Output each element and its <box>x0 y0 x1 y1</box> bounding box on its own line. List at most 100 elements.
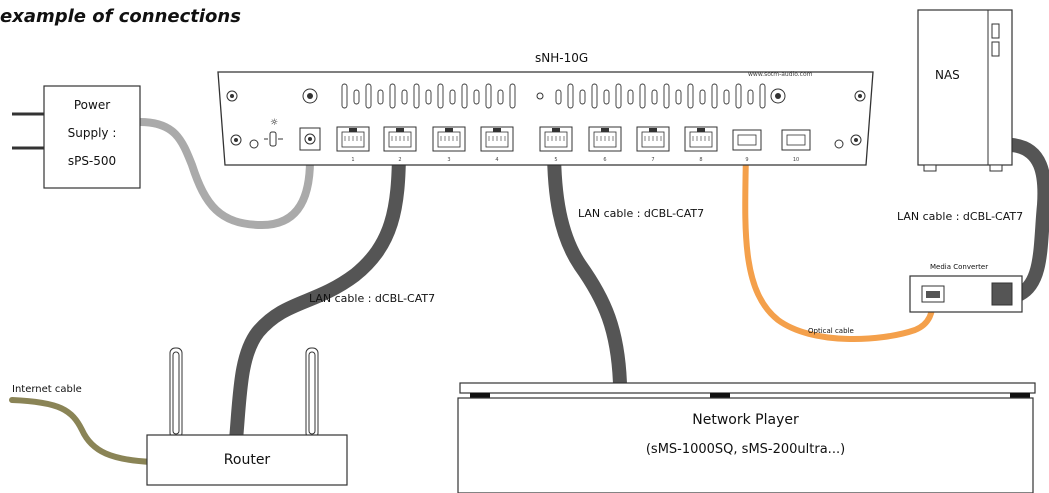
vent-slot <box>413 83 420 109</box>
screw <box>854 138 858 142</box>
screw <box>834 139 844 149</box>
rj45-port-4 <box>480 126 514 152</box>
vent-slot <box>437 83 444 109</box>
vent-slot <box>567 83 574 109</box>
nas-bay-icon <box>991 41 1000 57</box>
rj45-port-6 <box>588 126 622 152</box>
vent-slot <box>759 83 766 109</box>
vent-slot <box>401 89 408 105</box>
rj45-port-1 <box>336 126 370 152</box>
internet-cable <box>9 397 155 465</box>
rj45-port-3 <box>432 126 466 152</box>
rj45-port-7 <box>636 126 670 152</box>
rj45-port <box>991 282 1013 306</box>
player-lan-cable <box>547 141 627 391</box>
ground-knob <box>536 92 544 100</box>
power-supply-line2: Supply : <box>67 126 117 140</box>
media-converter-device <box>909 275 1023 313</box>
nas-label: NAS <box>935 68 960 82</box>
screw <box>234 138 238 142</box>
internet-cable-label: Internet cable <box>12 384 82 395</box>
vent-slot <box>663 83 670 109</box>
vent-slot <box>723 89 730 105</box>
router-device <box>146 347 348 486</box>
vent-slot <box>591 83 598 109</box>
power-supply <box>12 85 141 189</box>
power-cable <box>136 118 314 230</box>
port-number-9: 9 <box>745 157 748 163</box>
vent-slot <box>603 89 610 105</box>
ground-knob <box>307 93 313 99</box>
vent-slot <box>425 89 432 105</box>
rj45-port-2 <box>383 126 417 152</box>
vent-slot <box>747 89 754 105</box>
port-number-10: 10 <box>793 157 799 163</box>
vent-slot <box>615 83 622 109</box>
vent-slot <box>497 89 504 105</box>
player-lan-cable-label: LAN cable : dCBL-CAT7 <box>578 207 705 220</box>
device-name: sNH-10G <box>535 51 589 65</box>
vent-slots <box>341 83 766 109</box>
nas-bay-icon <box>991 23 1000 39</box>
ground-knob <box>775 93 781 99</box>
vent-slot <box>461 83 468 109</box>
media-converter-label: Media Converter <box>930 263 989 271</box>
router-lan-cable <box>229 141 406 447</box>
diagram-title: example of connections <box>0 6 241 27</box>
port-number-7: 7 <box>651 157 654 163</box>
port-number-6: 6 <box>603 157 606 163</box>
power-supply-line1: Power <box>73 98 111 112</box>
network-player-device <box>457 382 1036 493</box>
optical-cable-label: Optical cable <box>808 327 854 335</box>
antenna <box>169 347 183 439</box>
router-label-box: Router <box>147 435 347 485</box>
router-lan-cable-label: LAN cable : dCBL-CAT7 <box>309 292 436 305</box>
vent-slot <box>627 89 634 105</box>
vent-slot <box>473 89 480 105</box>
router-label: Router <box>223 452 271 468</box>
vent-slot <box>341 83 348 109</box>
network-player-line1: Network Player <box>692 412 799 428</box>
svg-text:☼: ☼ <box>270 118 278 128</box>
vent-slot <box>687 83 694 109</box>
vent-slot <box>651 89 658 105</box>
sfp-port-10 <box>781 129 811 151</box>
network-player-label-box: Network Player (sMS-1000SQ, sMS-200ultra… <box>458 398 1033 488</box>
power-supply-line3: sPS-500 <box>67 154 117 168</box>
vent-slot <box>509 83 516 109</box>
port-number-8: 8 <box>699 157 702 163</box>
nas-device <box>917 9 1013 172</box>
screw <box>249 139 259 149</box>
port-number-3: 3 <box>447 157 450 163</box>
vent-slot <box>555 89 562 105</box>
port-row <box>336 126 811 152</box>
screw <box>858 94 862 98</box>
antenna <box>305 347 319 439</box>
screw <box>230 94 234 98</box>
vent-slot <box>485 83 492 109</box>
vent-slot <box>711 83 718 109</box>
vent-slot <box>353 89 360 105</box>
vent-slot <box>377 89 384 105</box>
vent-slot <box>639 83 646 109</box>
vent-slot <box>579 89 586 105</box>
nas-lan-cable <box>995 138 1049 301</box>
dc-power-inlet <box>299 127 321 151</box>
power-supply-label: Power Supply : sPS-500 <box>44 86 140 188</box>
port-number-2: 2 <box>398 157 401 163</box>
nas-lan-cable-label: LAN cable : dCBL-CAT7 <box>897 210 1024 223</box>
rj45-port-5 <box>539 126 573 152</box>
vent-slot <box>699 89 706 105</box>
vent-slot <box>449 89 456 105</box>
port-number-4: 4 <box>495 157 498 163</box>
network-player-line2: (sMS-1000SQ, sMS-200ultra...) <box>645 442 846 457</box>
vent-slot <box>675 89 682 105</box>
optical-cable <box>742 147 936 342</box>
device-website: www.sotm-audio.com <box>748 71 813 78</box>
sfp-port-9 <box>732 129 762 151</box>
power-switch-icon: ☼ <box>264 118 283 147</box>
